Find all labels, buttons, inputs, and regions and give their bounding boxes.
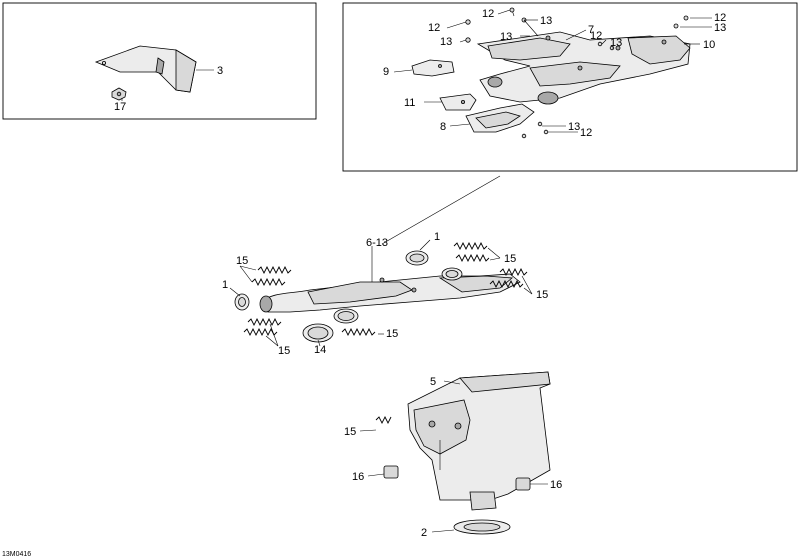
part-8-shield bbox=[465, 103, 535, 133]
bottom-leaders bbox=[359, 380, 548, 533]
head-pipe-heat-shield-assembly bbox=[476, 31, 691, 105]
heat-shield-part bbox=[94, 45, 214, 93]
callout-13: 13 bbox=[540, 15, 552, 27]
head-pipe-assembly bbox=[259, 273, 521, 313]
callout-15: 15 bbox=[504, 253, 516, 265]
callout-13: 13 bbox=[610, 37, 622, 49]
callout-12: 12 bbox=[714, 12, 726, 24]
middle-leaders bbox=[229, 239, 533, 347]
callout-5: 5 bbox=[430, 376, 436, 388]
callout-6-13: 6-13 bbox=[366, 237, 388, 249]
part-9-plate bbox=[411, 59, 455, 77]
callout-8: 8 bbox=[440, 121, 446, 133]
callout-13: 13 bbox=[714, 22, 726, 34]
callout-1: 1 bbox=[434, 231, 440, 243]
callout-1: 1 bbox=[222, 279, 228, 291]
callout-11: 11 bbox=[404, 97, 415, 109]
callout-13: 13 bbox=[568, 121, 580, 133]
callout-12: 12 bbox=[482, 8, 494, 20]
muffler-small-parts bbox=[375, 415, 531, 535]
callout-13: 13 bbox=[440, 36, 452, 48]
callout-15: 15 bbox=[236, 255, 248, 267]
callout-12: 12 bbox=[428, 22, 440, 34]
callout-15: 15 bbox=[278, 345, 290, 357]
gaskets bbox=[234, 250, 463, 343]
callout-14: 14 bbox=[314, 344, 326, 356]
inset-leader-line bbox=[381, 175, 501, 245]
callout-2: 2 bbox=[421, 527, 427, 539]
callout-16: 16 bbox=[550, 479, 562, 491]
callout-17: 17 bbox=[114, 101, 126, 113]
callout-9: 9 bbox=[383, 66, 389, 78]
muffler bbox=[407, 371, 551, 511]
callout-12: 12 bbox=[580, 127, 592, 139]
callout-15: 15 bbox=[344, 426, 356, 438]
right-inset-leaders bbox=[393, 9, 712, 133]
callout-10: 10 bbox=[703, 39, 715, 51]
springs bbox=[243, 241, 528, 337]
callout-15: 15 bbox=[536, 289, 548, 301]
callout-15: 15 bbox=[386, 328, 398, 340]
clip-part bbox=[111, 87, 127, 101]
part-11-bracket bbox=[439, 93, 477, 111]
callout-12: 12 bbox=[590, 30, 602, 42]
fasteners bbox=[465, 7, 689, 139]
inset-frame-head-pipe bbox=[342, 2, 798, 172]
reference-code: 13M0416 bbox=[2, 551, 31, 558]
callout-16: 16 bbox=[352, 471, 364, 483]
callout-13: 13 bbox=[500, 31, 512, 43]
callout-3: 3 bbox=[217, 65, 223, 77]
callout-7: 7 bbox=[588, 24, 594, 36]
inset-frame-heat-shield bbox=[2, 2, 317, 120]
